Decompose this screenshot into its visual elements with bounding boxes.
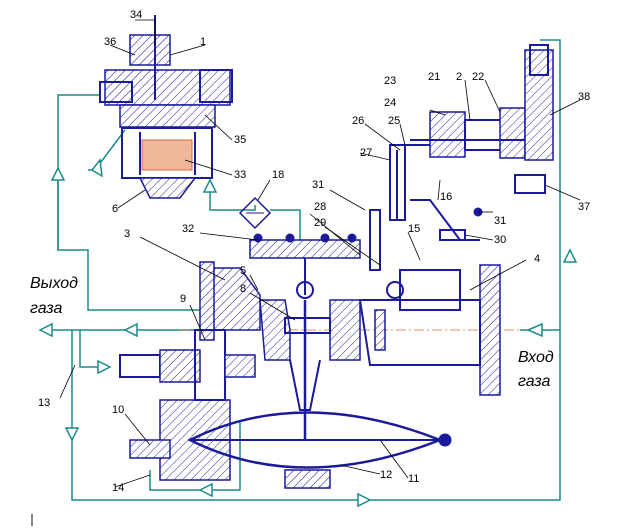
- part-number-32: 32: [182, 223, 194, 235]
- arrow-outlet: [38, 322, 53, 338]
- arrow-branch-right: [97, 359, 112, 375]
- part-number-28: 28: [314, 201, 326, 213]
- arrow-right-up: [562, 248, 578, 263]
- part-number-14: 14: [112, 482, 124, 494]
- arrow-pilot-out: [90, 158, 103, 178]
- part-number-27: 27: [360, 147, 372, 159]
- part-number-26: 26: [352, 115, 364, 127]
- part-number-36: 36: [104, 36, 116, 48]
- part-number-5: 5: [240, 265, 246, 277]
- part-number-22: 22: [472, 71, 484, 83]
- part-number-34: 34: [130, 9, 142, 21]
- arrow-bottom-left: [198, 482, 213, 498]
- arrow-down-13: [64, 427, 80, 442]
- arrow-left-loop: [50, 166, 66, 181]
- inlet-label-line1: Вход: [518, 349, 554, 366]
- part-number-33: 33: [234, 169, 246, 181]
- part-number-3: 3: [124, 228, 130, 240]
- part-number-16: 16: [440, 191, 452, 203]
- arrow-outlet-2: [123, 322, 138, 338]
- part-number-29: 29: [314, 217, 326, 229]
- inlet-label-line2: газа: [518, 373, 551, 390]
- part-number-24: 24: [384, 97, 396, 109]
- regulator-body: [119, 209, 501, 489]
- part-number-4: 4: [534, 253, 540, 265]
- part-number-23: 23: [384, 75, 396, 87]
- part-number-30: 30: [494, 234, 506, 246]
- part-number-18: 18: [272, 169, 284, 181]
- filter: [238, 196, 272, 230]
- arrow-bottom-right: [357, 492, 372, 508]
- big-labels: Выход газа Вход газа: [30, 275, 554, 390]
- part-number-1: 1: [200, 36, 206, 48]
- part-number-15: 15: [408, 223, 420, 235]
- slam-shut-valve: [389, 44, 554, 241]
- part-number-12: 12: [380, 469, 392, 481]
- outlet-label-line1: Выход: [30, 275, 78, 292]
- part-number-6: 6: [112, 203, 118, 215]
- pilot-valve: [99, 15, 233, 199]
- arrow-filter-up: [202, 178, 218, 193]
- part-number-25: 25: [388, 115, 400, 127]
- part-number-10: 10: [112, 404, 124, 416]
- part-numbers: 34 36 1 35 33 6 18 3 32 5 8 9 10 13 14 1…: [38, 9, 590, 494]
- part-number-11: 11: [408, 473, 419, 485]
- part-number-38: 38: [578, 91, 590, 103]
- part-number-9: 9: [180, 293, 186, 305]
- outlet-label-line2: газа: [30, 300, 63, 317]
- part-number-37: 37: [578, 201, 590, 213]
- arrow-inlet: [526, 322, 543, 338]
- leader-lines: [59, 19, 581, 488]
- part-number-21: 21: [428, 71, 440, 83]
- part-number-13: 13: [38, 397, 50, 409]
- part-number-35: 35: [234, 134, 246, 146]
- part-number-2: 2: [456, 71, 462, 83]
- flow-arrows: [38, 158, 578, 508]
- part-number-8: 8: [240, 283, 246, 295]
- part-number-31-right: 31: [494, 215, 506, 227]
- part-number-31-left: 31: [312, 179, 324, 191]
